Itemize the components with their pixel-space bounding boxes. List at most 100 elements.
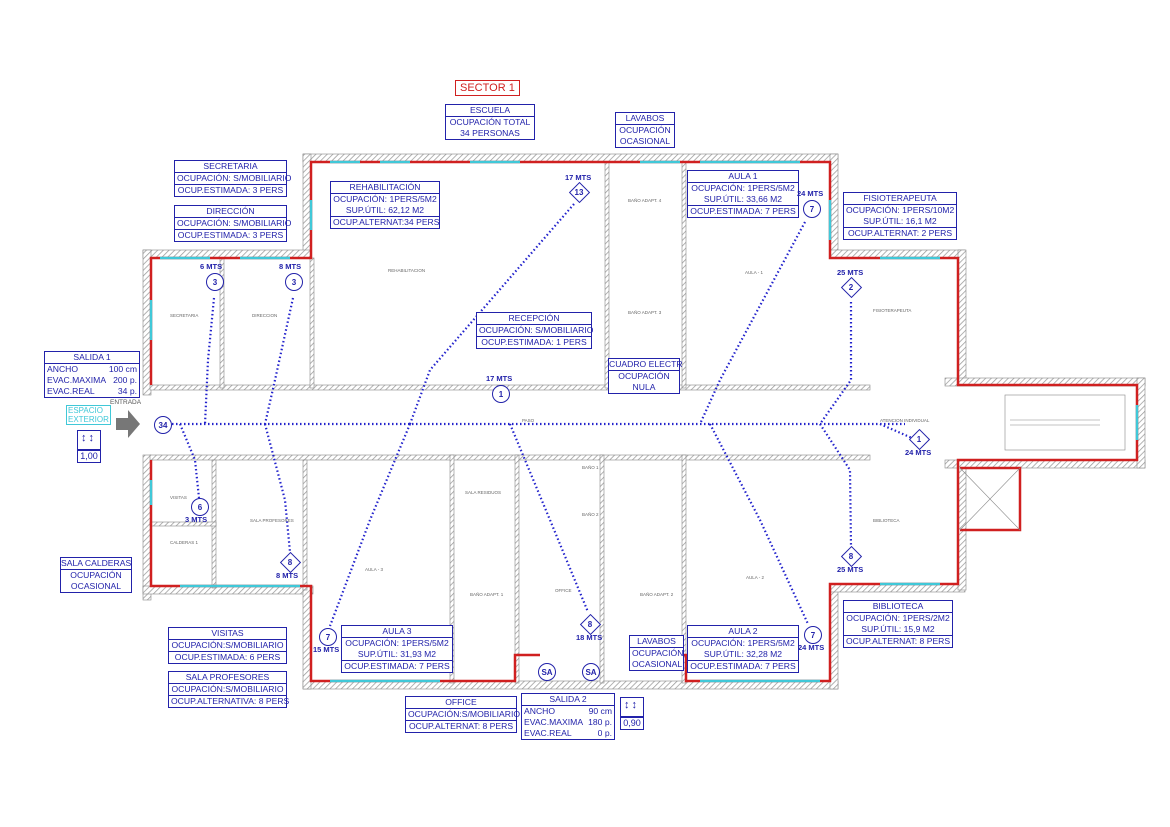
marker-distance: 15 MTS	[313, 645, 340, 654]
label-title: CUADRO ELECTR	[609, 359, 683, 371]
label-line: OCUPACIÓN	[618, 371, 670, 381]
label-line: NULA	[632, 382, 656, 392]
marker-number: 1	[916, 434, 922, 444]
room-label: SALA PROFESORES	[250, 518, 294, 523]
label-line: OCUPACIÓN: 1PERS/5M2	[691, 638, 795, 648]
marker-distance: 8 MTS	[279, 262, 302, 271]
exit-row-value: 90 cm	[588, 706, 612, 716]
entrance-arrow	[116, 410, 140, 438]
label-line: OCUPACIÓN: S/MOBILIARIO	[177, 173, 292, 183]
door-width-salida-2: 0,90	[615, 697, 649, 730]
evacuation-marker-secretaria: 3	[206, 273, 224, 291]
marker-number: 7	[810, 630, 816, 640]
label-title: RECEPCIÓN	[477, 313, 591, 325]
room-label: CALDERAS 1	[170, 540, 199, 545]
label-line: OCUP.ALTERNAT: 8 PERS	[844, 635, 952, 646]
label-title: DIRECCIÓN	[175, 206, 286, 218]
label-line: OCUPACIÓN: 1PERS/2M2	[846, 613, 950, 623]
marker-number: 3	[291, 277, 297, 287]
label-line: OCASIONAL	[619, 136, 671, 146]
label-line: 34 PERSONAS	[460, 128, 520, 138]
exit-row-value: 0 p.	[597, 728, 612, 738]
evacuation-marker-aula1: 7	[803, 200, 821, 218]
label-line: SUP.ÚTIL: 32,28 M2	[703, 649, 783, 659]
room-label: BAÑO ADAPT. 3	[628, 310, 662, 315]
door-width-value: 1,00	[77, 450, 101, 463]
room-label: AULA - 1	[745, 270, 764, 275]
label-title: LAVABOS	[630, 636, 683, 648]
label-title: VISITAS	[169, 628, 286, 640]
marker-number: 7	[809, 204, 815, 214]
espacio-exterior-label: ESPACIO EXTERIOR	[66, 405, 111, 425]
label-title: OFFICE	[406, 697, 516, 709]
label-title: ESCUELA	[446, 105, 534, 117]
marker-distance: 6 MTS	[200, 262, 223, 271]
marker-distance: 17 MTS	[565, 173, 592, 182]
evacuation-marker-salida1: 34	[154, 416, 172, 434]
label-line: OCUPACIÓN:S/MOBILIARIO	[171, 640, 284, 650]
windows	[149, 160, 1139, 683]
fire-sector-line	[149, 160, 1139, 683]
label-title: AULA 1	[688, 171, 798, 183]
room-label: PASO	[522, 418, 535, 423]
walls	[142, 153, 1146, 690]
room-label: AULA - 2	[746, 575, 765, 580]
label-line: SUP.ÚTIL: 16,1 M2	[863, 216, 937, 226]
marker-distance: 25 MTS	[837, 565, 864, 574]
room-label: DIRECCION	[252, 313, 278, 318]
label-line: OCUPACIÓN	[70, 570, 122, 580]
label-title: REHABILITACIÓN	[331, 182, 439, 194]
room-label: AULA - 3	[365, 567, 384, 572]
label-line: OCUPACIÓN: 1PERS/5M2	[345, 638, 449, 648]
room-label: BIBLIOTECA	[873, 518, 900, 523]
evacuation-marker-rehab: 13	[571, 184, 587, 200]
marker-number: 2	[848, 282, 854, 292]
label-line: OCUPACIÓN:S/MOBILIARIO	[408, 709, 521, 719]
marker-number: 8	[287, 557, 293, 567]
label-line: OCASIONAL	[632, 659, 683, 669]
label-line: SUP.ÚTIL: 15,9 M2	[861, 624, 935, 634]
label-title: FISIOTERAPEUTA	[844, 193, 956, 205]
door-width-value: 0,90	[620, 717, 644, 730]
label-line: OCUP.ALTERNAT: 8 PERS	[406, 720, 516, 732]
exit-row: EVAC.REAL 0 p.	[522, 728, 614, 739]
room-label: BAÑO ADAPT. 4	[628, 198, 662, 203]
label-line: OCUP.ESTIMADA: 1 PERS	[477, 336, 591, 348]
label-line: OCUPACIÓN	[632, 648, 684, 658]
marker-number: 13	[574, 187, 584, 197]
label-line: OCUP.ESTIMADA: 7 PERS	[342, 660, 452, 672]
label-line: SUP.ÚTIL: 33,66 M2	[703, 194, 783, 204]
label-line: OCUPACIÓN: S/MOBILIARIO	[479, 325, 594, 335]
label-line: OCUPACIÓN: 1PERS/5M2	[691, 183, 795, 193]
label-line: OCUP.ALTERNATIVA: 8 PERS	[169, 695, 290, 706]
room-label: SALA RESIDUOS	[465, 490, 502, 495]
exit-row-key: EVAC.REAL	[524, 728, 572, 738]
label-line: OCUP.ESTIMADA: 3 PERS	[175, 229, 286, 241]
evacuation-marker-profesores: 8	[282, 554, 298, 570]
label-title: SALA CALDERAS	[61, 558, 132, 570]
label-title: SECRETARIA	[175, 161, 286, 173]
room-label: BAÑO 2	[582, 512, 599, 517]
espacio-label: ESPACIO	[68, 406, 103, 415]
double-door-icon	[620, 697, 644, 717]
entrada-label: ENTRADA	[110, 399, 142, 406]
evacuation-routes	[172, 203, 913, 627]
label-line: OCUP.ESTIMADA: 7 PERS	[688, 660, 798, 672]
